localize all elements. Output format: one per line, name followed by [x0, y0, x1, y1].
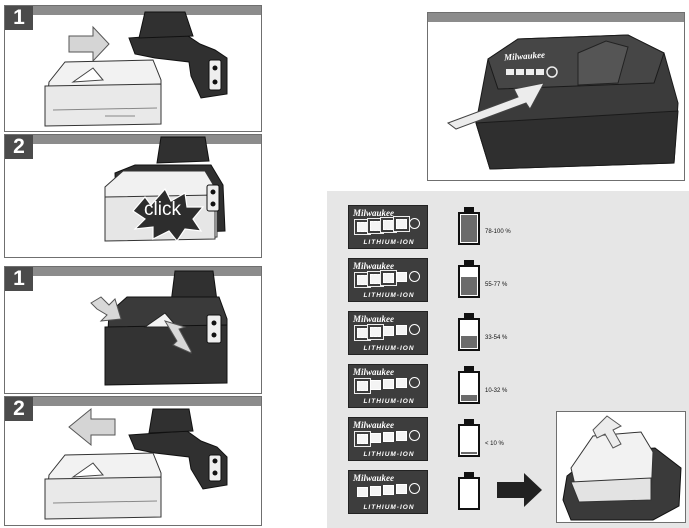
battery-level-icon — [458, 419, 480, 457]
push-arrow-icon — [592, 415, 622, 449]
charge-range-label: 78-100 % — [485, 229, 511, 235]
step-panel-attach-2: 2 click — [4, 134, 262, 258]
tool-foot — [128, 11, 228, 99]
battery-level-icon — [458, 313, 480, 351]
charge-range-label: 33-54 % — [485, 335, 508, 341]
brand-logo: Milwaukee — [353, 261, 395, 271]
led-lit-icon — [396, 219, 407, 229]
lithium-ion-label: LITHIUM-ION — [363, 398, 415, 405]
press-arrow-icon — [163, 320, 192, 354]
illustration-slide-out — [44, 407, 228, 520]
illustration-press-release — [90, 270, 228, 386]
led-off-icon — [396, 484, 407, 494]
step-number: 1 — [5, 6, 33, 30]
brand-logo: Milwaukee — [353, 473, 395, 483]
battery-icon — [475, 34, 679, 170]
led-lit-icon — [383, 273, 394, 283]
charge-range-label: 55-77 % — [485, 282, 508, 288]
step-number: 2 — [5, 135, 33, 159]
battery-level-icon — [458, 366, 480, 404]
led-off-icon — [396, 431, 407, 441]
led-lit-icon — [370, 221, 381, 231]
led-off-icon — [370, 380, 381, 390]
click-label: click — [144, 199, 181, 220]
charger-panel — [556, 411, 686, 523]
battery-level-icon — [458, 207, 480, 245]
led-off-icon — [370, 433, 381, 443]
led-off-icon — [383, 432, 394, 442]
step-bar — [5, 267, 261, 276]
led-indicator-icon — [506, 66, 558, 78]
led-off-icon — [396, 325, 407, 335]
fuel-gauge-button-icon — [409, 430, 420, 441]
battery-level-icon — [458, 260, 480, 298]
push-arrow-icon — [90, 296, 122, 322]
led-lit-icon — [357, 434, 368, 444]
step-number: 1 — [5, 267, 33, 291]
led-lit-icon — [383, 220, 394, 230]
led-off-icon — [383, 326, 394, 336]
battery-level-icon — [458, 472, 480, 510]
tool-foot — [128, 408, 228, 490]
led-lit-icon — [357, 222, 368, 232]
led-off-icon — [357, 487, 368, 497]
step-bar — [428, 13, 684, 22]
step-bar — [5, 6, 261, 15]
fuel-gauge-button-icon — [409, 483, 420, 494]
fuel-gauge-button-icon — [409, 377, 420, 388]
push-arrow-icon — [68, 25, 110, 63]
illustration-click-in — [104, 136, 226, 243]
lithium-ion-label: LITHIUM-ION — [363, 292, 415, 299]
push-arrow-icon — [446, 82, 545, 130]
led-lit-icon — [370, 327, 381, 337]
led-off-icon — [396, 378, 407, 388]
led-lit-icon — [357, 328, 368, 338]
led-lit-icon — [357, 381, 368, 391]
click-burst-icon — [132, 187, 205, 243]
fuel-gauge-button-icon — [409, 324, 420, 335]
step-number: 2 — [5, 397, 33, 421]
illustration-press-fuel-gauge — [446, 34, 679, 170]
led-lit-icon — [357, 275, 368, 285]
led-off-icon — [383, 485, 394, 495]
step-panel-attach-1: 1 — [4, 5, 262, 132]
fuel-gauge-button-panel: Milwaukee — [427, 12, 685, 181]
step-panel-remove-1: 1 — [4, 266, 262, 394]
brand-logo: Milwaukee — [353, 314, 395, 324]
lithium-ion-label: LITHIUM-ION — [363, 239, 415, 246]
brand-logo: Milwaukee — [353, 420, 395, 430]
lithium-ion-label: LITHIUM-ION — [363, 451, 415, 458]
fuel-gauge-button-icon — [409, 271, 420, 282]
battery-icon — [44, 59, 162, 127]
led-off-icon — [383, 379, 394, 389]
illustration-slide-in — [44, 11, 228, 127]
pull-arrow-icon — [68, 407, 116, 447]
led-off-icon — [396, 272, 407, 282]
battery-icon — [44, 452, 162, 520]
right-arrow-icon — [497, 473, 542, 507]
brand-logo: Milwaukee — [353, 208, 395, 218]
charge-range-label: 10-32 % — [485, 388, 508, 394]
led-off-icon — [370, 486, 381, 496]
charge-range-label: < 10 % — [485, 441, 504, 447]
battery-icon — [104, 296, 228, 386]
step-panel-remove-2: 2 — [4, 396, 262, 526]
led-lit-icon — [370, 274, 381, 284]
step-bar — [5, 397, 261, 406]
lithium-ion-label: LITHIUM-ION — [363, 345, 415, 352]
charger-icon — [562, 415, 682, 521]
fuel-gauge-button-icon — [409, 218, 420, 229]
lithium-ion-label: LITHIUM-ION — [363, 504, 415, 511]
brand-logo: Milwaukee — [353, 367, 395, 377]
step-bar — [5, 135, 261, 144]
